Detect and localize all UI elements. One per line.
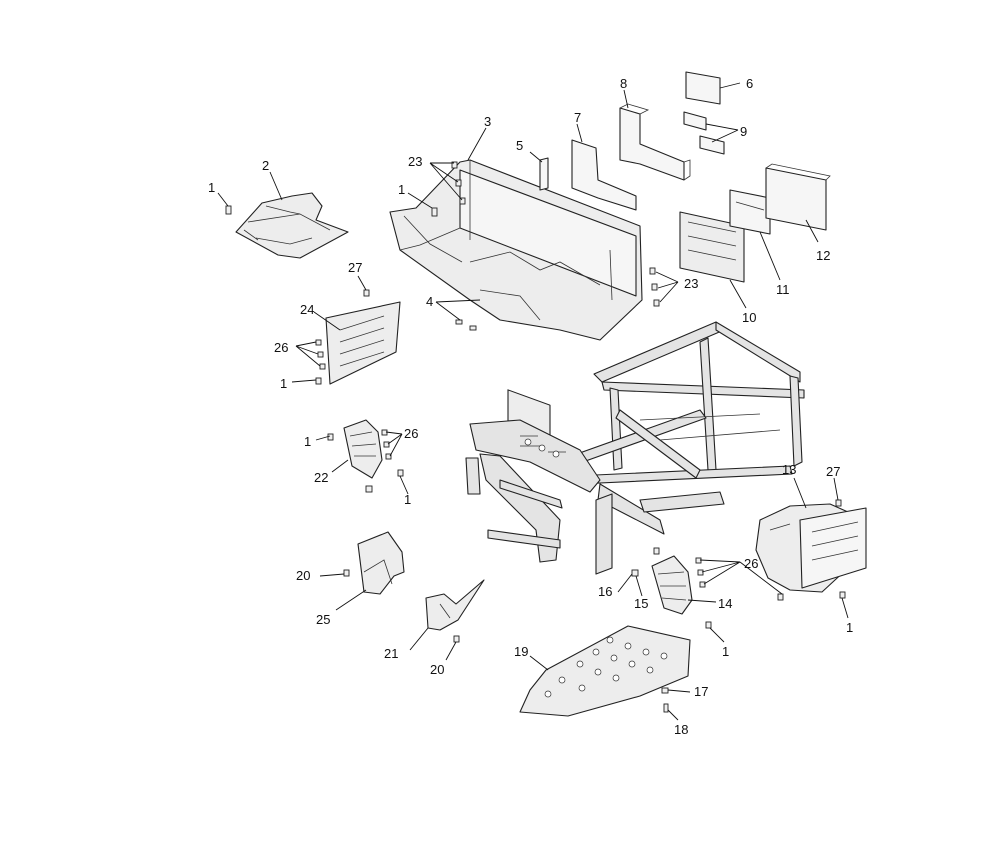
callout-1: 1 [208,180,215,195]
callout-16: 16 [598,584,612,599]
callout-12: 12 [816,248,830,263]
part-foam-pieces [539,103,691,211]
part-rear-panel-set [679,163,831,283]
callout-11: 11 [776,282,790,297]
callout-21: 21 [384,646,398,661]
leader-lines [217,82,849,721]
callout-5: 5 [516,138,523,153]
part-cover-13 [755,503,867,593]
part-guard-21 [425,579,485,631]
callout-26: 26 [274,340,288,355]
part-bracket-14 [651,555,693,615]
callout-27: 27 [348,260,362,275]
callout-10: 10 [742,310,756,325]
callout-8: 8 [620,76,627,91]
callout-6: 6 [746,76,753,91]
callout-22: 22 [314,470,328,485]
callout-1: 1 [846,620,853,635]
callout-19: 19 [514,644,528,659]
callout-1: 1 [280,376,287,391]
part-floor-plate-19 [519,625,691,717]
callout-24: 24 [300,302,314,317]
callout-13: 13 [782,462,796,477]
callout-14: 14 [718,596,732,611]
callout-2: 2 [262,158,269,173]
callout-26: 26 [744,556,758,571]
part-side-panel-left [325,301,401,385]
part-plate-25 [357,531,405,595]
part-main-frame [465,321,805,575]
callout-26: 26 [404,426,418,441]
callout-27: 27 [826,464,840,479]
callout-4: 4 [426,294,433,309]
callout-25: 25 [316,612,330,627]
part-front-floor-pan [235,192,349,259]
part-bracket-22 [343,419,383,479]
callout-1: 1 [304,434,311,449]
callout-18: 18 [674,722,688,737]
callout-20: 20 [430,662,444,677]
callout-7: 7 [574,110,581,125]
callout-1: 1 [722,644,729,659]
fasteners [225,161,846,713]
callout-labels: 1 2 3 1 23 5 7 8 6 9 12 11 10 23 4 27 24… [208,76,853,737]
callout-3: 3 [484,114,491,129]
callout-20: 20 [296,568,310,583]
callout-15: 15 [634,596,648,611]
callout-23: 23 [408,154,422,169]
callout-9: 9 [740,124,747,139]
callout-17: 17 [694,684,708,699]
callout-1: 1 [398,182,405,197]
callout-23: 23 [684,276,698,291]
callout-1: 1 [404,492,411,507]
part-pads [683,71,725,155]
